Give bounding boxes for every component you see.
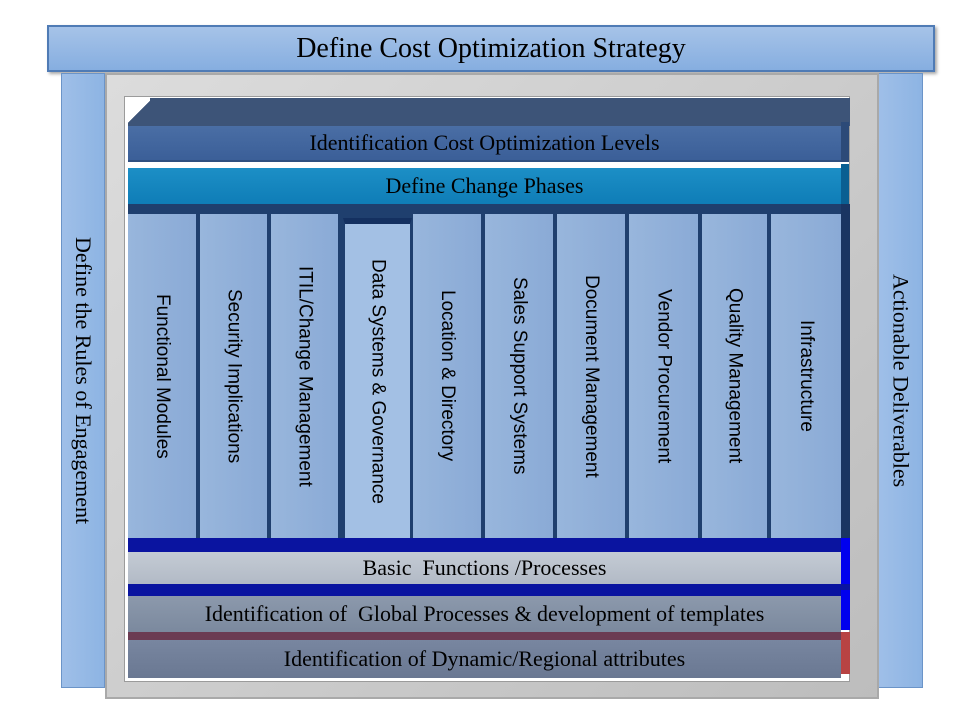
levels-layer-side [841, 122, 849, 162]
blue-band-lower [128, 584, 850, 596]
column-infrastructure: Infrastructure [771, 214, 841, 538]
column-label: Sales Support Systems [509, 277, 530, 475]
right-side-label: Actionable Deliverables [888, 273, 914, 488]
column-functional-modules: Functional Modules [128, 214, 199, 538]
layer-dynamic-attributes: Identification of Dynamic/Regional attri… [128, 640, 841, 678]
blue-band-upper-side [841, 538, 850, 588]
column-document-management: Document Management [557, 214, 628, 538]
left-side-label: Define the Rules of Engagement [71, 236, 96, 525]
phases-layer-side [841, 164, 849, 204]
column-quality-management: Quality Management [702, 214, 770, 538]
column-label: Location & Directory [437, 290, 458, 462]
column-label: ITIL/Change Management [294, 265, 316, 487]
column-label: Data Systems & Governance [367, 258, 389, 504]
column-label: Security Implications [223, 288, 245, 464]
diagram-title: Define Cost Optimization Strategy [47, 25, 935, 72]
column-location-directory: Location & Directory [413, 214, 484, 538]
blue-band-upper [128, 538, 850, 552]
column-data-systems-governance: Data Systems & Governance [343, 218, 412, 540]
column-label: Functional Modules [152, 293, 173, 459]
column-label: Infrastructure [796, 320, 817, 432]
red-band [128, 632, 850, 640]
layer-optimization-levels: Identification Cost Optimization Levels [128, 126, 841, 162]
stack-top-corner [128, 98, 150, 126]
column-sales-support-systems: Sales Support Systems [485, 214, 556, 538]
layer-global-processes: Identification of Global Processes & dev… [128, 596, 841, 632]
column-vendor-procurement: Vendor Procurement [629, 214, 701, 538]
column-itil-change-management: ITIL/Change Management [271, 214, 341, 538]
layer-basic-functions: Basic Functions /Processes [128, 552, 841, 584]
red-band-side [841, 632, 850, 674]
blue-band-lower-side [841, 590, 850, 630]
columns-area-side [841, 204, 850, 540]
column-label: Vendor Procurement [653, 288, 675, 464]
right-side-bar: Actionable Deliverables [878, 73, 923, 688]
column-label: Quality Management [724, 288, 746, 464]
layer-change-phases: Define Change Phases [128, 168, 841, 204]
column-label: Document Management [581, 274, 602, 478]
left-side-bar: Define the Rules of Engagement [61, 73, 105, 688]
stack-top [128, 98, 850, 126]
column-security-implications: Security Implications [200, 214, 270, 538]
